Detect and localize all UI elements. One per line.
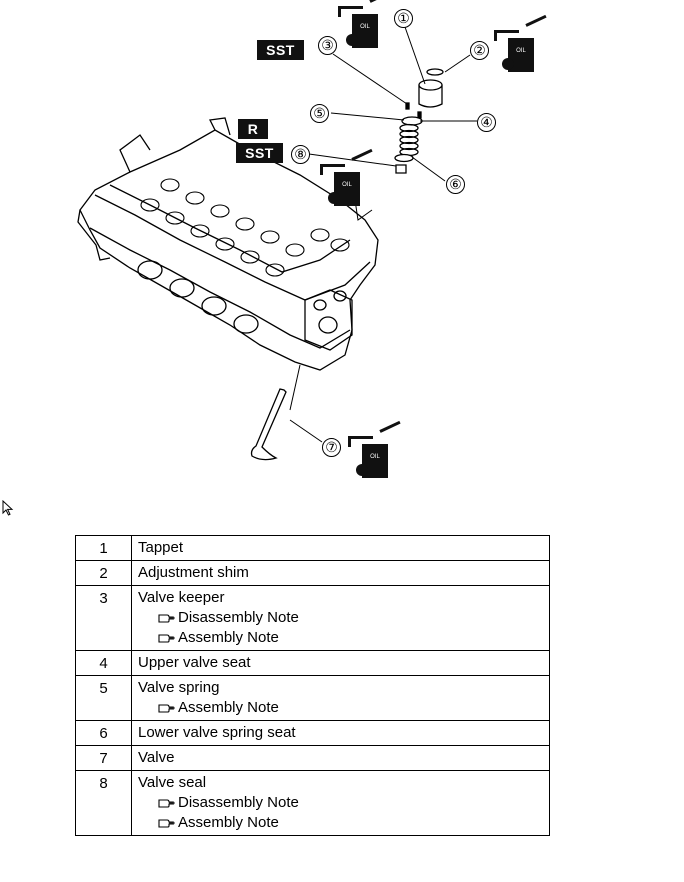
table-row: 1 Tappet xyxy=(75,535,550,561)
callout-4: ④ xyxy=(477,113,496,132)
note-label: Assembly Note xyxy=(178,814,279,831)
callout-8: ⑧ xyxy=(291,145,310,164)
valve-exploded-diagram: SST R SST ① ② ③ ④ ⑤ ⑥ ⑦ ⑧ OIL OIL OIL OI… xyxy=(77,0,547,490)
part-number: 3 xyxy=(75,585,132,651)
part-name: Valve keeper xyxy=(138,589,225,606)
part-name: Valve seal xyxy=(138,774,207,791)
oil-can-icon: OIL xyxy=(486,14,547,84)
table-row: 2 Adjustment shim xyxy=(75,560,550,586)
cylinder-head-illustration xyxy=(77,26,477,461)
note-label: Assembly Note xyxy=(178,699,279,716)
part-number: 6 xyxy=(75,720,132,746)
note-link[interactable]: Assembly Note xyxy=(138,813,543,833)
note-label: Assembly Note xyxy=(178,629,279,646)
callout-5: ⑤ xyxy=(310,104,329,123)
note-label: Disassembly Note xyxy=(178,794,299,811)
part-description-cell: Valve xyxy=(131,745,550,771)
sst-tag-mid: SST xyxy=(236,143,283,163)
pointing-hand-icon xyxy=(158,609,175,623)
note-label: Disassembly Note xyxy=(178,609,299,626)
callout-1: ① xyxy=(394,9,413,28)
part-number: 1 xyxy=(75,535,132,561)
part-name: Valve xyxy=(138,749,175,766)
mouse-pointer-icon xyxy=(2,500,14,516)
callout-2: ② xyxy=(470,41,489,60)
part-name: Lower valve spring seat xyxy=(138,724,296,741)
callout-6: ⑥ xyxy=(446,175,465,194)
callout-7: ⑦ xyxy=(322,438,341,457)
part-name: Upper valve seat xyxy=(138,654,251,671)
part-number: 7 xyxy=(75,745,132,771)
part-name: Valve spring xyxy=(138,679,220,696)
note-link[interactable]: Disassembly Note xyxy=(138,793,543,813)
r-tag: R xyxy=(238,119,268,139)
part-description-cell: Lower valve spring seat xyxy=(131,720,550,746)
table-row: 6 Lower valve spring seat xyxy=(75,720,550,746)
part-number: 4 xyxy=(75,650,132,676)
part-name: Tappet xyxy=(138,539,184,556)
callout-3: ③ xyxy=(318,36,337,55)
part-description-cell: Adjustment shim xyxy=(131,560,550,586)
part-description-cell: Upper valve seat xyxy=(131,650,550,676)
table-row: 4 Upper valve seat xyxy=(75,650,550,676)
oil-can-icon: OIL xyxy=(312,148,373,218)
note-link[interactable]: Assembly Note xyxy=(138,628,543,648)
sst-tag-top: SST xyxy=(257,40,304,60)
table-row: 7 Valve xyxy=(75,745,550,771)
pointing-hand-icon xyxy=(158,814,175,828)
part-number: 5 xyxy=(75,675,132,721)
oil-can-icon: OIL xyxy=(330,0,391,60)
pointing-hand-icon xyxy=(158,699,175,713)
part-number: 8 xyxy=(75,770,132,836)
pointing-hand-icon xyxy=(158,794,175,808)
part-number: 2 xyxy=(75,560,132,586)
pointing-hand-icon xyxy=(158,629,175,643)
note-link[interactable]: Disassembly Note xyxy=(138,608,543,628)
note-link[interactable]: Assembly Note xyxy=(138,698,543,718)
part-description-cell: Tappet xyxy=(131,535,550,561)
oil-can-icon: OIL xyxy=(340,420,401,490)
part-name: Adjustment shim xyxy=(138,564,249,581)
